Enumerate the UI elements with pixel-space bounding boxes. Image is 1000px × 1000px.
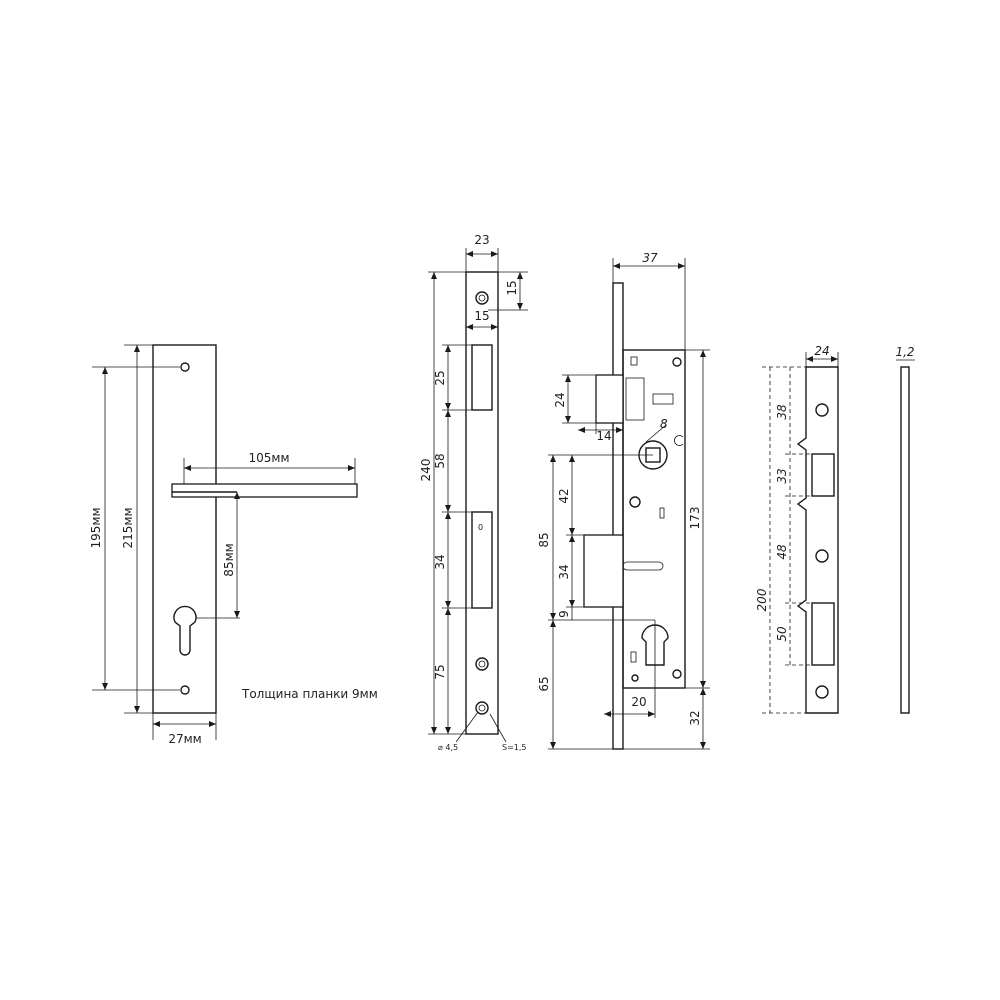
leader-8 <box>645 424 667 443</box>
bolt-lever <box>622 561 664 571</box>
dim-38: 38 <box>775 404 789 420</box>
dim-23: 23 <box>474 233 489 247</box>
case-slot-top <box>630 356 638 366</box>
latch-recess <box>811 453 835 497</box>
dim-24-strike: 24 <box>814 344 829 358</box>
strike-middle-screw <box>815 549 829 563</box>
dim-27: 27мм <box>168 732 201 746</box>
case-screw-bottom <box>672 669 682 679</box>
keyhole <box>173 605 197 656</box>
faceplate-mid-screw <box>475 657 489 671</box>
dim-20: 20 <box>631 695 646 709</box>
case-slot-mid <box>659 507 665 519</box>
latch-opening <box>471 344 493 411</box>
case-screw-mid <box>629 496 641 508</box>
bolt-recess <box>811 602 835 666</box>
dim-42: 42 <box>557 488 571 503</box>
dim-32: 32 <box>688 710 702 725</box>
dim-33: 33 <box>775 468 789 483</box>
spindle-arc-mark <box>674 435 684 446</box>
upper-screw-hole <box>180 362 190 372</box>
leader-thickness <box>489 713 507 743</box>
thickness-note: Толщина планки 9мм <box>241 687 378 701</box>
strike-plate: 24 200 38 33 48 50 <box>755 344 839 714</box>
handle-backplate <box>152 344 217 714</box>
latch-mechanism <box>625 377 645 421</box>
dim-85-body: 85 <box>537 532 551 547</box>
dim-195: 195мм <box>89 507 103 548</box>
dim-58: 58 <box>433 453 447 468</box>
faceplate-top-screw-inner <box>478 294 486 302</box>
cylinder-cutout <box>641 624 669 666</box>
dim-24: 24 <box>553 392 567 407</box>
dim-200: 200 <box>755 588 769 611</box>
dim-48: 48 <box>775 544 789 560</box>
leader-hole <box>455 711 479 743</box>
dim-15-below: 15 <box>474 309 489 323</box>
dim-173: 173 <box>688 507 702 530</box>
dim-9: 9 <box>557 610 571 618</box>
case-screw-top <box>672 357 682 367</box>
lock-case <box>622 349 686 689</box>
faceplate-mid-screw-inner <box>478 660 486 668</box>
latch-bolt <box>595 374 624 424</box>
strike-plate-outline <box>796 366 839 714</box>
bolt-opening <box>471 511 493 609</box>
dim-hole-diameter: ⌀ 4,5 <box>438 743 458 752</box>
faceplate-side <box>612 282 624 750</box>
lower-screw-hole <box>180 685 190 695</box>
dim-215: 215мм <box>121 507 135 548</box>
dim-34: 34 <box>433 554 447 569</box>
case-slot-bottom <box>630 651 637 663</box>
dim-105: 105мм <box>248 451 289 465</box>
faceplate-bottom-screw-inner <box>478 704 486 712</box>
faceplate-outline <box>465 271 499 735</box>
dim-34-body: 34 <box>557 564 571 579</box>
strike-upper-screw <box>815 403 829 417</box>
dim-75: 75 <box>433 664 447 679</box>
dim-37: 37 <box>642 251 658 265</box>
lock-body: 37 24 14 8 42 85 34 9 65 173 <box>537 251 710 750</box>
dim-65: 65 <box>537 676 551 691</box>
strike-plate-side: 1,2 <box>895 345 915 714</box>
strike-side-outline <box>900 366 910 714</box>
dim-14: 14 <box>596 429 611 443</box>
dim-240: 240 <box>419 459 433 482</box>
dim-85: 85мм <box>222 543 236 576</box>
faceplate-top-screw <box>475 291 489 305</box>
dim-8: 8 <box>660 417 668 431</box>
lever-handle <box>171 483 358 498</box>
dead-bolt <box>583 534 624 608</box>
dim-15-right: 15 <box>505 280 519 295</box>
bolt-mark: 0 <box>478 523 483 532</box>
case-screw-bottom-left <box>631 674 639 682</box>
dim-50: 50 <box>775 626 789 642</box>
dim-faceplate-thickness: S=1,5 <box>502 743 527 752</box>
dim-25: 25 <box>433 370 447 385</box>
lock-faceplate: 0 23 15 15 240 25 58 34 75 <box>419 233 528 752</box>
latch-spring <box>652 393 674 405</box>
handle-plate: 195мм 215мм 27мм 105мм 85мм Толщина план… <box>89 344 378 746</box>
strike-lower-screw <box>815 685 829 699</box>
faceplate-bottom-screw <box>475 701 489 715</box>
dim-1-2: 1,2 <box>895 345 914 359</box>
